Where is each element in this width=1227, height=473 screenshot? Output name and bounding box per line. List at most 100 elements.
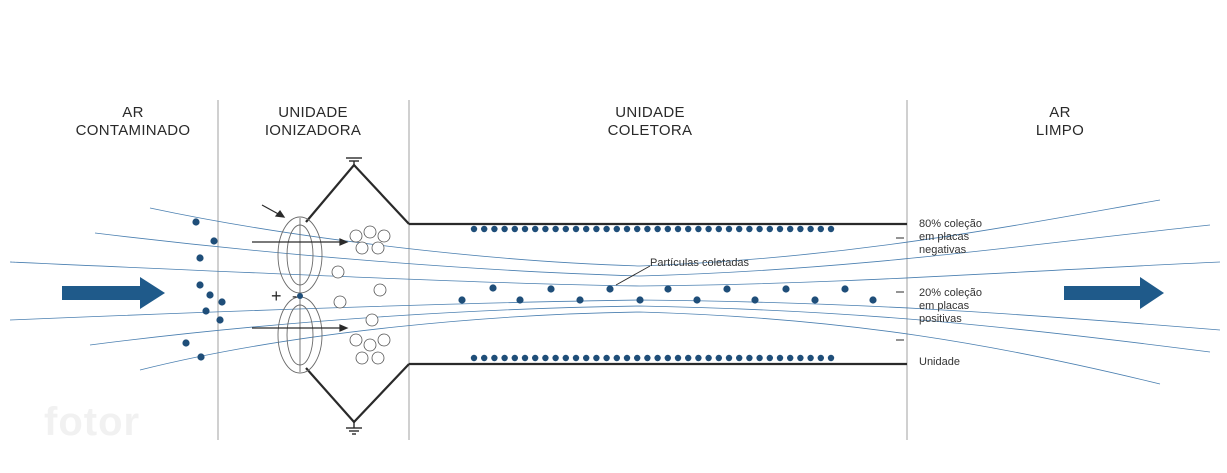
particle-dot bbox=[532, 225, 539, 233]
header-collector-line1: UNIDADE bbox=[615, 104, 685, 121]
particle-dot bbox=[196, 281, 204, 289]
particle-dot bbox=[552, 354, 559, 362]
center-flow-particles bbox=[458, 284, 877, 304]
plus-sign: + bbox=[271, 286, 282, 306]
collected-particles-text: Partículas coletadas bbox=[650, 257, 750, 269]
particle-dot bbox=[458, 296, 466, 304]
header-clean-air: AR LIMPO bbox=[1020, 104, 1100, 140]
particle-dot bbox=[827, 354, 835, 362]
particle-dot bbox=[216, 316, 224, 324]
particle-dot bbox=[782, 285, 790, 293]
particle-dot bbox=[603, 354, 610, 362]
header-ionizer-line2: IONIZADORA bbox=[264, 122, 362, 139]
plate-ticks bbox=[896, 237, 904, 341]
particle-dot bbox=[623, 354, 631, 362]
ionizer-lower-arms bbox=[305, 363, 410, 424]
collected-particles-label: Partículas coletadas bbox=[650, 257, 749, 270]
particle-dot bbox=[583, 354, 590, 362]
header-contaminated-air: AR CONTAMINADO bbox=[68, 104, 198, 140]
particle-dot bbox=[841, 285, 849, 293]
positive-plates-line1: 20% coleção bbox=[919, 287, 982, 299]
particle-dot bbox=[542, 225, 549, 233]
particle-dot bbox=[705, 225, 712, 233]
particle-dot bbox=[562, 354, 569, 362]
particle-dot bbox=[746, 354, 753, 362]
particle-dot bbox=[197, 353, 205, 361]
ground-icon bbox=[346, 422, 362, 435]
header-contaminated-line2: CONTAMINADO bbox=[75, 122, 191, 139]
ionizer-particles bbox=[297, 293, 303, 299]
flow-line bbox=[139, 311, 1161, 385]
particle-dot bbox=[776, 354, 784, 362]
particle-dot bbox=[634, 225, 641, 233]
contaminated-particles bbox=[182, 218, 226, 361]
arrow-right-icon bbox=[1064, 277, 1164, 309]
particle-dot bbox=[664, 225, 671, 233]
particle-dot bbox=[613, 225, 620, 233]
particle-dot bbox=[491, 354, 498, 362]
positive-plates-note: 20% coleção em placas positivas bbox=[919, 287, 982, 326]
particle-dot bbox=[491, 225, 498, 233]
particle-dot bbox=[532, 354, 539, 362]
particle-dot bbox=[787, 354, 794, 362]
particle-dot bbox=[725, 354, 733, 362]
particle-dot bbox=[562, 225, 569, 233]
particle-dot bbox=[606, 285, 614, 293]
collected-particles-leader bbox=[615, 265, 651, 286]
particle-dot bbox=[644, 225, 651, 233]
particle-dot bbox=[202, 307, 210, 315]
particle-dot bbox=[685, 354, 692, 362]
particle-dot bbox=[521, 354, 529, 362]
particle-dot bbox=[715, 354, 722, 362]
particle-dot bbox=[715, 225, 722, 233]
particle-dot bbox=[218, 298, 226, 306]
fotor-watermark: fotor bbox=[44, 400, 141, 444]
header-collector-line2: COLETORA bbox=[607, 122, 693, 139]
positive-plates-line2: em placas bbox=[919, 300, 970, 312]
particle-dot bbox=[583, 225, 590, 233]
particle-dot bbox=[644, 354, 651, 362]
negative-plates-line2: em placas bbox=[919, 231, 970, 243]
particle-dot bbox=[776, 225, 784, 233]
particle-dot bbox=[542, 354, 549, 362]
particle-dot bbox=[511, 354, 518, 362]
ionizer-arrows bbox=[252, 204, 349, 332]
ion-charges bbox=[331, 225, 391, 365]
flow-line bbox=[94, 224, 1211, 277]
particle-dot bbox=[674, 354, 682, 362]
negative-plates-note: 80% coleção em placas negativas bbox=[919, 218, 982, 257]
particle-dot bbox=[501, 354, 508, 362]
particle-dot bbox=[736, 354, 743, 362]
particle-dot bbox=[297, 293, 303, 299]
particle-dot bbox=[552, 225, 559, 233]
particle-dot bbox=[787, 225, 794, 233]
particle-dot bbox=[654, 225, 661, 233]
particle-dot bbox=[501, 225, 508, 233]
particle-dot bbox=[521, 225, 529, 233]
particle-dot bbox=[470, 354, 478, 362]
particle-dot bbox=[705, 354, 712, 362]
particle-dot bbox=[817, 225, 824, 233]
bottom-plate-collected-particles bbox=[470, 354, 835, 362]
particle-dot bbox=[723, 285, 731, 293]
particle-dot bbox=[634, 354, 641, 362]
particle-dot bbox=[192, 218, 200, 226]
particle-dot bbox=[695, 354, 702, 362]
top-plate-collected-particles bbox=[470, 225, 835, 233]
particle-dot bbox=[817, 354, 824, 362]
ionizer-frame bbox=[305, 163, 907, 424]
header-ionizer-unit: UNIDADE IONIZADORA bbox=[248, 104, 378, 140]
particle-dot bbox=[206, 291, 214, 299]
particle-dot bbox=[654, 354, 661, 362]
particle-dot bbox=[182, 339, 190, 347]
particle-dot bbox=[695, 225, 702, 233]
particle-dot bbox=[593, 354, 600, 362]
particle-dot bbox=[613, 354, 620, 362]
flow-line bbox=[89, 305, 1211, 353]
particle-dot bbox=[481, 225, 488, 233]
particle-dot bbox=[685, 225, 692, 233]
particle-dot bbox=[746, 225, 753, 233]
header-clean-line1: AR bbox=[1049, 104, 1071, 121]
particle-dot bbox=[481, 354, 488, 362]
